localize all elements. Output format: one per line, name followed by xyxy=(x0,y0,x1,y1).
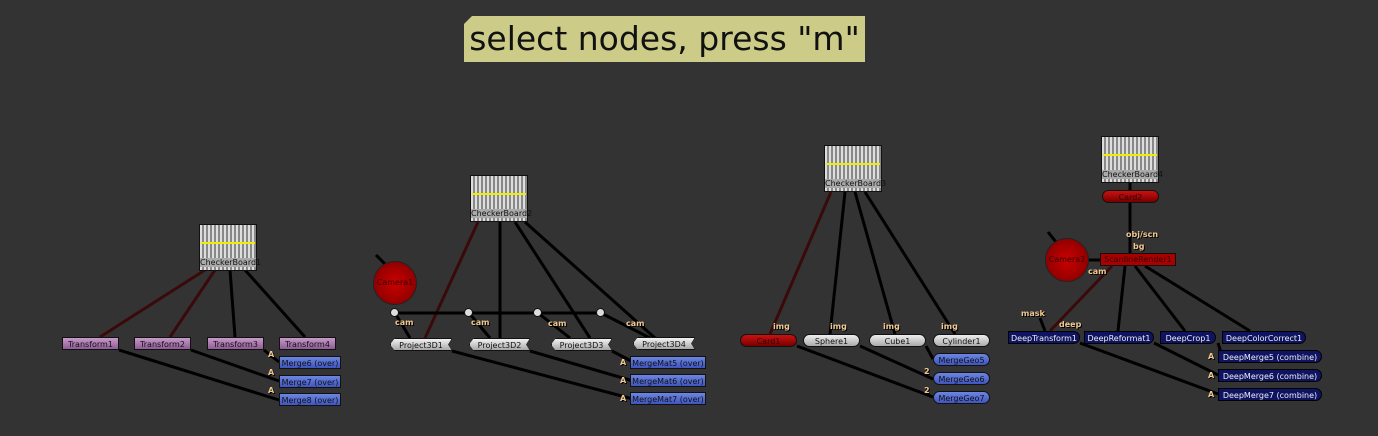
deep-crop-node[interactable]: DeepCrop1 xyxy=(1160,331,1216,344)
mask-label: mask xyxy=(1021,309,1045,318)
scanline-render-node[interactable]: ScanlineRender1 xyxy=(1100,253,1176,266)
camera-node[interactable]: Camera2 xyxy=(1045,238,1089,282)
cam-label: cam xyxy=(626,319,645,328)
sphere-node[interactable]: Sphere1 xyxy=(803,334,860,347)
cam-label: cam xyxy=(1088,267,1107,276)
mergegeo-node[interactable]: MergeGeo6 xyxy=(933,372,990,385)
merge-node[interactable]: Merge7 (over) xyxy=(279,375,341,388)
deep-label: deep xyxy=(1059,320,1082,329)
mergemat-node[interactable]: MergeMat5 (over) xyxy=(630,356,706,369)
input-label: A xyxy=(1208,390,1215,399)
yellow-line xyxy=(1103,154,1157,156)
transform-node[interactable]: Transform3 xyxy=(207,337,264,350)
yellow-line xyxy=(472,193,526,195)
yellow-line xyxy=(826,163,880,165)
camera-node[interactable]: Camera1 xyxy=(373,261,417,305)
input-label: 2 xyxy=(924,386,930,395)
deep-merge-node[interactable]: DeepMerge5 (combine) xyxy=(1218,350,1322,363)
mergegeo-node[interactable]: MergeGeo5 xyxy=(933,353,990,366)
deep-color-correct-node[interactable]: DeepColorCorrect1 xyxy=(1222,331,1306,344)
dot-node[interactable] xyxy=(596,308,605,317)
cylinder-node[interactable]: Cylinder1 xyxy=(933,334,990,347)
deep-merge-node[interactable]: DeepMerge6 (combine) xyxy=(1218,369,1322,382)
mergemat-node[interactable]: MergeMat7 (over) xyxy=(630,392,706,405)
yellow-line xyxy=(201,242,255,244)
deep-reformat-node[interactable]: DeepReformat1 xyxy=(1084,331,1154,344)
card-node[interactable]: Card1 xyxy=(740,334,797,347)
transform-node[interactable]: Transform2 xyxy=(134,337,191,350)
deep-merge-node[interactable]: DeepMerge7 (combine) xyxy=(1218,388,1322,401)
img-label: img xyxy=(830,322,847,331)
input-label: A xyxy=(268,386,275,395)
project3d-node[interactable]: Project3D4 xyxy=(633,337,695,350)
merge-node[interactable]: Merge6 (over) xyxy=(279,356,341,369)
node-label: CheckerBoard3 xyxy=(825,179,887,188)
cube-node[interactable]: Cube1 xyxy=(869,334,926,347)
img-label: img xyxy=(773,322,790,331)
input-label: A xyxy=(620,358,627,367)
node-label: CheckerBoard2 xyxy=(471,209,533,218)
cam-label: cam xyxy=(471,318,490,327)
node-label: CheckerBoard1 xyxy=(200,258,262,267)
input-label: 2 xyxy=(924,367,930,376)
project3d-node[interactable]: Project3D2 xyxy=(469,338,530,351)
sticky-note[interactable]: select nodes, press "m" xyxy=(464,16,865,62)
objscn-label: obj/scn xyxy=(1126,230,1159,239)
dot-node[interactable] xyxy=(533,308,542,317)
project3d-node[interactable]: Project3D3 xyxy=(551,338,612,351)
dot-node[interactable] xyxy=(464,308,473,317)
checkerboard-node[interactable]: CheckerBoard3 xyxy=(824,145,887,192)
checkerboard-node[interactable]: CheckerBoard4 xyxy=(1101,136,1164,183)
input-label: A xyxy=(1208,371,1215,380)
transform-node[interactable]: Transform1 xyxy=(62,337,119,350)
checkerboard-node[interactable]: CheckerBoard2 xyxy=(470,175,533,222)
input-label: A xyxy=(268,350,275,359)
dot-node[interactable] xyxy=(390,308,399,317)
cam-label: cam xyxy=(395,318,414,327)
input-label: A xyxy=(268,368,275,377)
card-node[interactable]: Card2 xyxy=(1102,190,1159,203)
checkerboard-node[interactable]: CheckerBoard1 xyxy=(199,224,262,271)
merge-node[interactable]: Merge8 (over) xyxy=(279,393,341,406)
cam-label: cam xyxy=(548,319,567,328)
input-label: A xyxy=(620,376,627,385)
mergemat-node[interactable]: MergeMat6 (over) xyxy=(630,374,706,387)
img-label: img xyxy=(941,322,958,331)
input-label: A xyxy=(620,394,627,403)
deep-transform-node[interactable]: DeepTransform1 xyxy=(1008,331,1080,344)
transform-node[interactable]: Transform4 xyxy=(279,337,336,350)
bg-label: bg xyxy=(1133,242,1145,251)
img-label: img xyxy=(883,322,900,331)
mergegeo-node[interactable]: MergeGeo7 xyxy=(933,391,990,404)
input-label: A xyxy=(1208,352,1215,361)
project3d-node[interactable]: Project3D1 xyxy=(390,338,452,351)
node-label: CheckerBoard4 xyxy=(1102,170,1164,179)
